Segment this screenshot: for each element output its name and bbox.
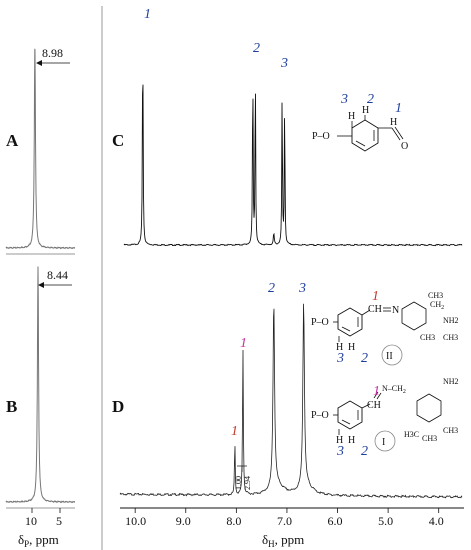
aldehyde-h1: H	[390, 117, 397, 128]
ii-ch-bond	[361, 309, 371, 316]
i-ring-inner-1	[341, 419, 351, 425]
right-axis-unit: , ppm	[275, 532, 305, 547]
ii-nh2: NH2	[443, 316, 459, 325]
ii-po: P–O	[311, 317, 329, 328]
right-axis-sub: H	[268, 539, 275, 549]
ii-ring	[337, 307, 363, 337]
right-axis-ticks: 10.0 9.0 8.0 7.0 6.0 5.0 4.0	[125, 508, 444, 528]
ii-roman: II	[386, 351, 393, 362]
i-h3c: H3C	[404, 430, 419, 439]
aldehyde-co-bond-1	[391, 127, 401, 141]
i-num-3: 3	[336, 444, 344, 459]
aldehyde-h2: H	[362, 105, 369, 116]
left-axis-sub: P	[24, 539, 29, 549]
aldehyde-num-2: 2	[367, 92, 374, 107]
i-cn-bond	[373, 391, 379, 399]
aldehyde-co-bond-2	[394, 126, 404, 140]
left-axis-title: δP, ppm	[18, 532, 59, 549]
left-axis-unit: , ppm	[29, 532, 59, 547]
structure-ii: P–O H H CH N CH3 CH2 NH2 CH3 CH3 II 1 3 …	[311, 289, 459, 366]
left-tick-label-5: 5	[56, 514, 62, 528]
i-h-bottom-b: H	[348, 435, 355, 446]
i-ch3-b: CH3	[443, 426, 458, 435]
panel-b-spectrum	[5, 266, 76, 504]
right-tick-label-2: 8.0	[226, 514, 241, 528]
panel-a-label: A	[6, 131, 19, 150]
aldehyde-o: O	[401, 141, 408, 152]
panel-a-spectrum	[5, 48, 76, 250]
i-cyclohexane	[416, 393, 442, 423]
i-ring	[337, 400, 363, 430]
ii-num-3: 3	[336, 351, 344, 366]
i-roman-circle	[374, 430, 396, 452]
ii-num-1: 1	[372, 289, 379, 304]
i-num-2: 2	[361, 444, 368, 459]
i-ch3-a: CH3	[422, 434, 437, 443]
i-po: P–O	[311, 410, 329, 421]
right-axis: 10.0 9.0 8.0 7.0 6.0 5.0 4.0 δH, ppm	[120, 507, 464, 549]
panel-d-spectrum	[119, 303, 463, 499]
right-tick-label-1: 9.0	[176, 514, 191, 528]
ii-cyclohexane	[401, 301, 427, 331]
i-ch-bond	[361, 403, 371, 409]
ii-ch3-c: CH3	[443, 333, 458, 342]
panel-d-peak-label-1-mag: 1	[240, 336, 247, 351]
ii-ch3-b: CH3	[420, 333, 435, 342]
right-axis-title: δH, ppm	[262, 532, 304, 549]
i-h-bottom-a: H	[336, 435, 343, 446]
aldehyde-h3: H	[348, 111, 355, 122]
ii-num-2: 2	[361, 351, 368, 366]
i-nch2-sub: 2	[403, 389, 406, 395]
ii-ring-inner-1	[341, 326, 351, 332]
i-num-1: 1	[373, 384, 380, 399]
panel-a-arrow-head	[36, 60, 42, 66]
right-tick-label-6: 4.0	[429, 514, 444, 528]
i-cn-bond-2	[376, 392, 382, 400]
right-tick-label-3: 7.0	[277, 514, 292, 528]
panel-c-peak-label-2: 2	[253, 41, 260, 56]
aldehyde-ring-inner-1	[355, 140, 366, 147]
integral-value-2: 2.94	[243, 476, 252, 490]
right-tick-label-4: 6.0	[328, 514, 343, 528]
panel-a-peak-value: 8.98	[42, 46, 63, 60]
panel-c-peak-label-3: 3	[280, 56, 288, 71]
ii-roman-circle	[381, 344, 403, 366]
aldehyde-po: P–O	[312, 131, 330, 142]
ii-ch: CH	[368, 304, 382, 315]
aldehyde-num-3: 3	[340, 92, 348, 107]
ii-h-bottom-b: H	[348, 342, 355, 353]
left-tick-label-10: 10	[25, 514, 37, 528]
ii-n: N	[392, 305, 399, 316]
integral-value-1: 1.00	[234, 476, 243, 490]
structure-aldehyde: P–O H H H O 3 2 1	[312, 92, 408, 152]
ii-ch2: CH2	[430, 300, 444, 311]
panel-b-label: B	[6, 397, 17, 416]
panel-d-peak-label-3: 3	[298, 281, 306, 296]
left-axis: 10 5 δP, ppm	[18, 508, 62, 549]
panel-b-arrow-head	[38, 282, 44, 288]
panel-d-peak-label-1-red: 1	[231, 424, 238, 439]
panel-c-peak-label-1: 1	[144, 7, 151, 22]
i-roman: I	[382, 437, 385, 448]
panel-c-label: C	[112, 131, 124, 150]
panel-d: D 1 1 2 3 1.00 2.94 P–O H H CH N CH3 CH	[112, 281, 463, 499]
i-nh2: NH2	[443, 377, 459, 386]
panel-d-peak-label-2: 2	[268, 281, 275, 296]
panel-b: B 8.44	[5, 266, 76, 504]
ii-h-bottom-a: H	[336, 342, 343, 353]
structure-i: P–O H H CH N–CH2 NH2 H3C CH3 CH3 I 1 3 2	[311, 377, 459, 459]
aldehyde-num-1: 1	[395, 101, 402, 116]
panel-c: C 1 2 3 P–O H H H O 3 2 1	[112, 7, 463, 247]
ii-ch3-a: CH3	[428, 291, 443, 300]
panel-a: A 8.98	[5, 46, 76, 250]
panel-c-spectrum	[123, 84, 463, 247]
ii-ch2-sub: 2	[441, 305, 444, 311]
right-tick-label-0: 10.0	[125, 514, 146, 528]
panel-d-label: D	[112, 397, 124, 416]
right-tick-label-5: 5.0	[378, 514, 393, 528]
i-ch: CH	[367, 400, 381, 411]
i-nch2: N–CH2	[382, 384, 406, 395]
panel-b-peak-value: 8.44	[47, 268, 68, 282]
